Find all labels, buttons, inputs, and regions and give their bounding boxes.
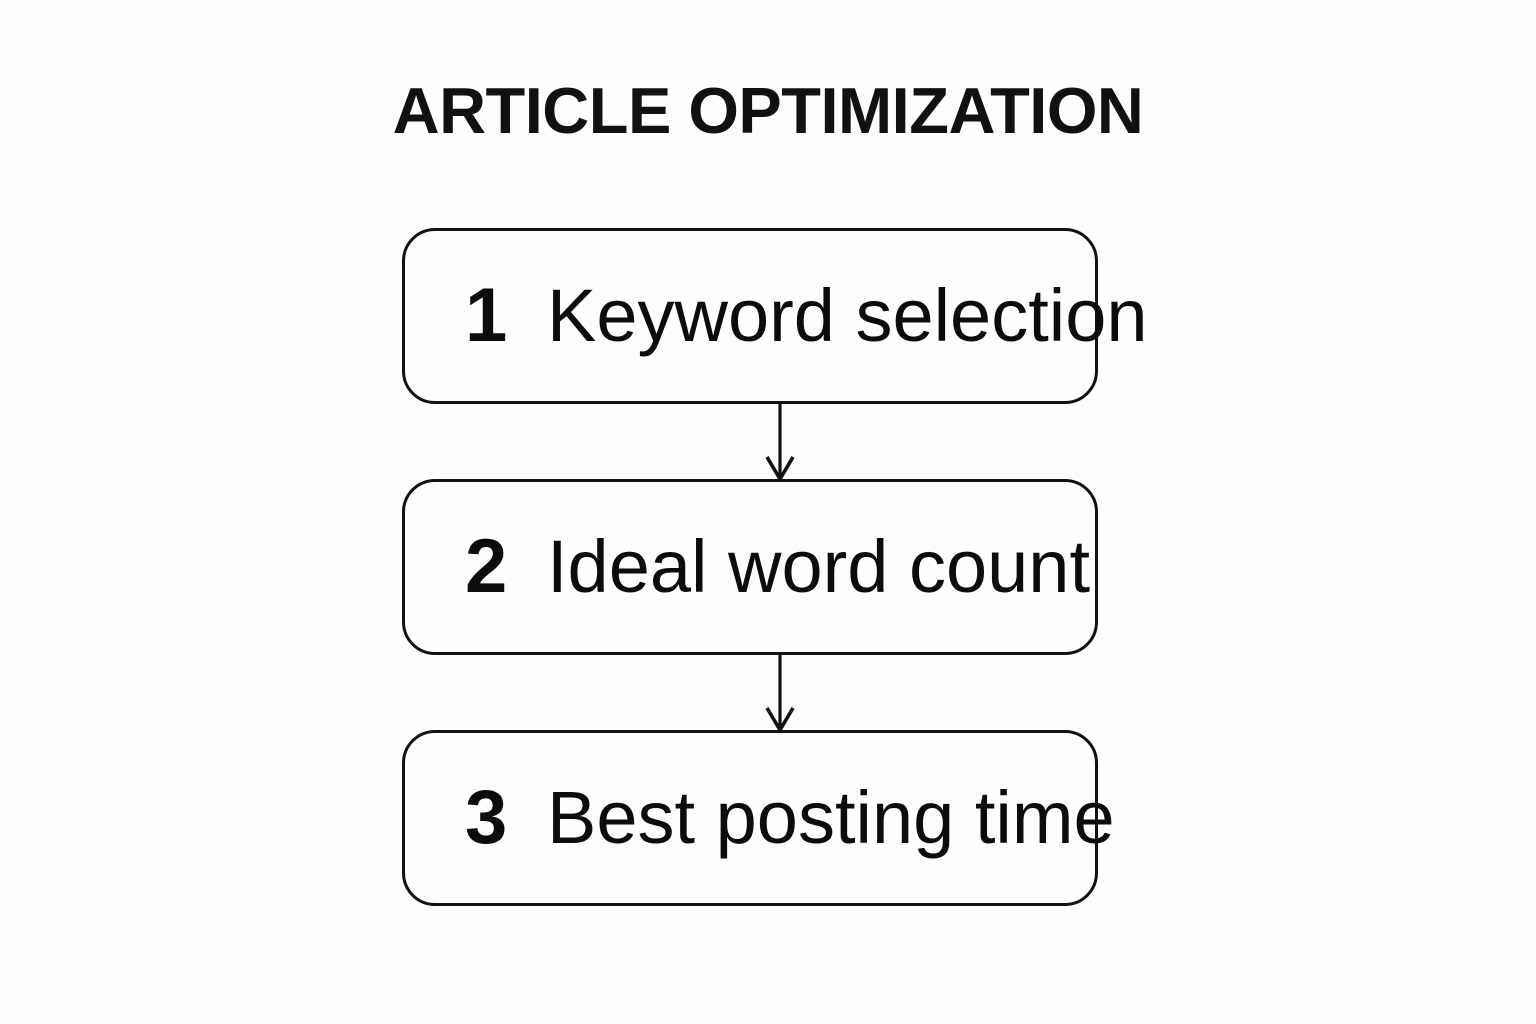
- connector-1-to-2: [402, 402, 1098, 481]
- flow-step-2[interactable]: 2 Ideal word count: [402, 479, 1098, 655]
- page-title: ARTICLE OPTIMIZATION: [392, 74, 1144, 147]
- step-number: 2: [465, 524, 508, 609]
- down-arrow-icon: [765, 653, 795, 732]
- connector-2-to-3: [402, 653, 1098, 732]
- step-number: 3: [465, 775, 508, 860]
- flow-step-3[interactable]: 3 Best posting time: [402, 730, 1115, 906]
- step-label: Keyword selection: [547, 274, 1148, 357]
- flow-step-1[interactable]: 1 Keyword selection: [402, 228, 1148, 404]
- step-label: Best posting time: [547, 776, 1115, 859]
- step-number: 1: [465, 273, 508, 358]
- flowchart: 1 Keyword selection 2 Ideal word count 3…: [402, 228, 1148, 906]
- step-label: Ideal word count: [547, 525, 1091, 608]
- down-arrow-icon: [765, 402, 795, 481]
